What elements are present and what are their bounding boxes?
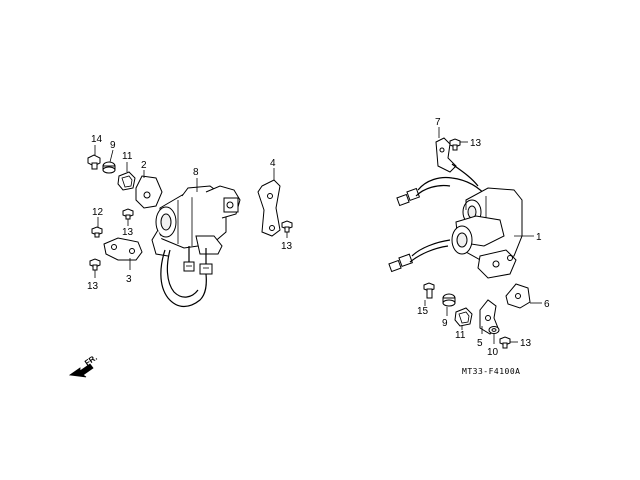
callout-11: 11 xyxy=(122,151,133,162)
callout-15: 15 xyxy=(417,306,429,317)
part-11-rubber-mount-right xyxy=(454,307,473,327)
part-9-collar-right xyxy=(442,293,456,307)
callout-2: 2 xyxy=(141,160,147,171)
wire-from-bracket-7 xyxy=(451,163,479,187)
part-7-bracket xyxy=(435,137,457,173)
part-12-bolt xyxy=(91,226,103,238)
part-11-rubber-mount xyxy=(117,171,136,191)
callout-7: 7 xyxy=(435,117,441,128)
callout-1: 1 xyxy=(536,232,542,243)
part-13-bolt-d xyxy=(449,138,461,151)
part-4-bracket xyxy=(257,179,281,237)
wire-harness-right-upper-2 xyxy=(415,184,451,197)
callout-11-right: 11 xyxy=(455,330,466,341)
callout-9-right: 9 xyxy=(442,318,448,329)
direction-label: FR. xyxy=(83,353,99,368)
wire-harness-right-lower xyxy=(411,239,451,257)
callout-13-e: 13 xyxy=(520,338,532,349)
part-13-bolt-a xyxy=(122,208,134,220)
callout-14: 14 xyxy=(91,134,103,145)
part-13-bolt-c xyxy=(281,220,293,233)
wire-harness-left-a xyxy=(160,249,207,308)
callout-13-b: 13 xyxy=(87,281,99,292)
connector-upper xyxy=(396,187,421,207)
front-direction-arrow xyxy=(68,363,94,378)
callout-6: 6 xyxy=(544,299,550,310)
part-14-bolt xyxy=(87,154,101,170)
part-1-motor-unit xyxy=(451,187,523,279)
part-13-bolt-e xyxy=(499,336,511,349)
part-8-motor-assembly xyxy=(151,185,241,275)
callout-9: 9 xyxy=(110,140,116,151)
callout-13-c: 13 xyxy=(281,241,293,252)
diagram-code: MT33-F4100A xyxy=(462,367,520,376)
connector-lower xyxy=(388,253,413,273)
part-2-bracket xyxy=(135,175,163,209)
wire-harness-left-b xyxy=(166,249,199,298)
callout-5: 5 xyxy=(477,338,483,349)
part-6-bracket xyxy=(505,283,531,309)
callout-13-d: 13 xyxy=(470,138,482,149)
callout-10: 10 xyxy=(487,347,499,358)
part-3-bracket xyxy=(103,237,143,261)
callout-4: 4 xyxy=(270,158,276,169)
callout-12: 12 xyxy=(92,207,104,218)
callout-13-a: 13 xyxy=(122,227,134,238)
wire-harness-right-lower-2 xyxy=(409,245,449,263)
part-10-washer xyxy=(488,326,500,334)
callout-8: 8 xyxy=(193,167,199,178)
part-15-bolt xyxy=(423,282,435,299)
wire-harness-right-upper xyxy=(417,176,489,199)
part-9-collar xyxy=(102,161,116,174)
part-13-bolt-b xyxy=(89,258,101,271)
callout-3: 3 xyxy=(126,274,132,285)
